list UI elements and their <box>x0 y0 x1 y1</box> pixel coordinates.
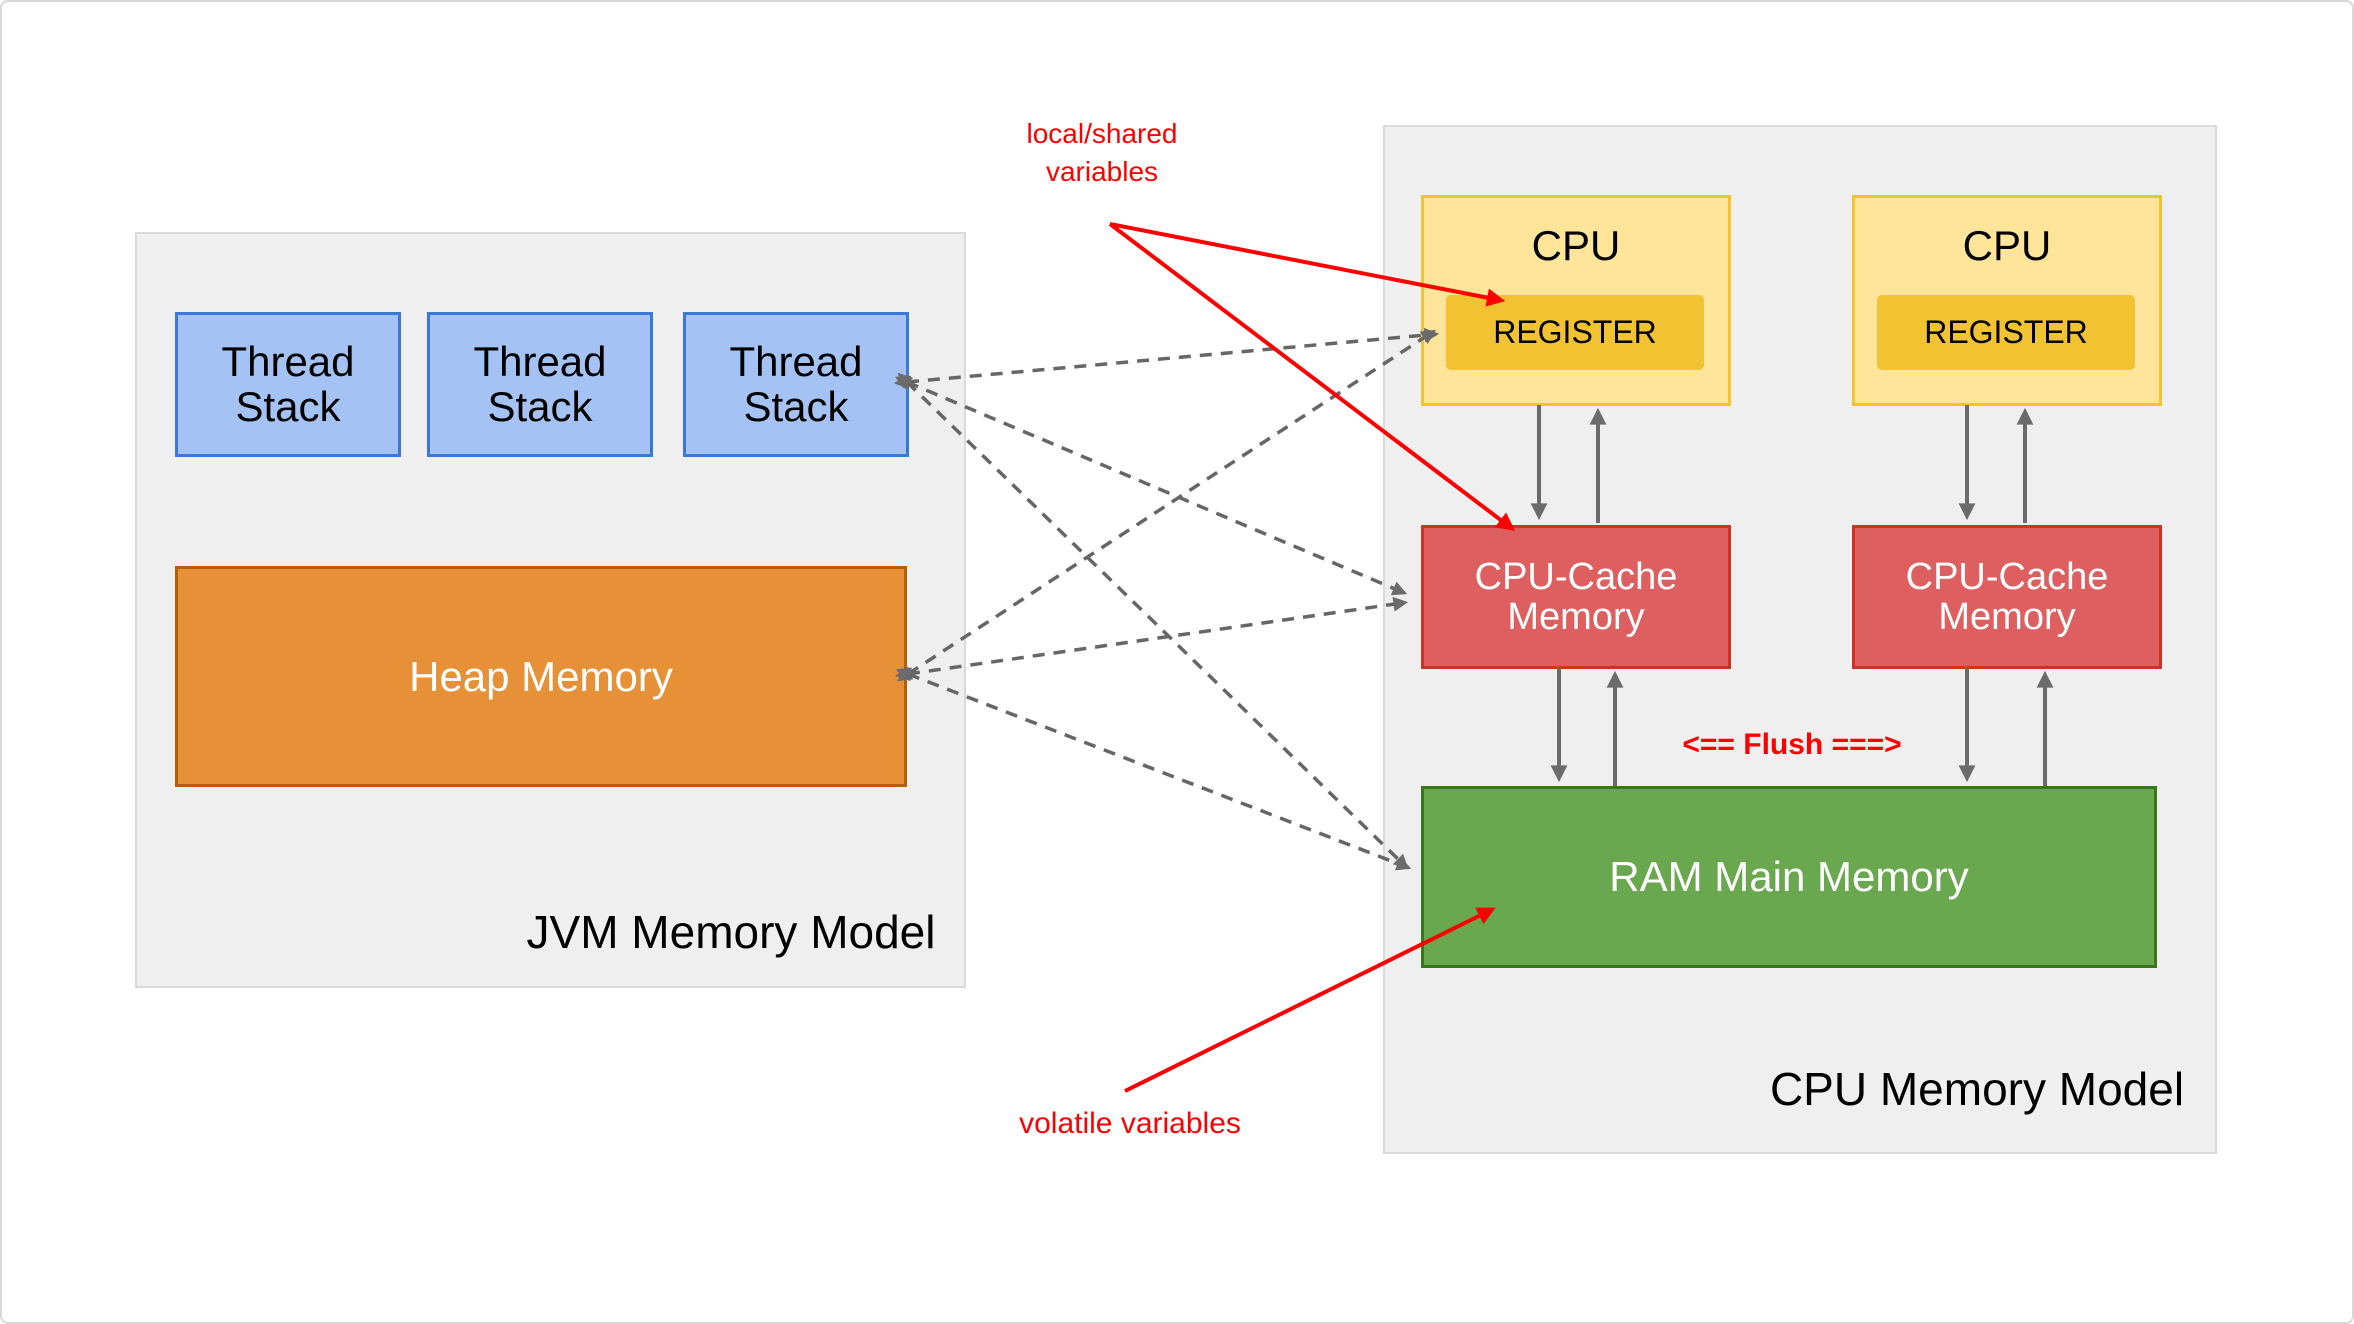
cpu-label: CPU <box>1531 222 1621 269</box>
register-label: REGISTER <box>1924 314 2088 350</box>
cpu-cache-memory-box: CPU-Cache Memory <box>1421 525 1731 669</box>
dashed-arrow-heap-register <box>896 329 1437 682</box>
register-box: REGISTER <box>1446 295 1704 370</box>
cpu-cache-label: CPU-Cache Memory <box>1474 555 1678 638</box>
dashed-arrow-thread-register <box>893 327 1440 390</box>
cpu-label: CPU <box>1962 222 2052 269</box>
thread-stack-label: Thread Stack <box>729 337 863 430</box>
register-box: REGISTER <box>1877 295 2135 370</box>
cpu-panel-title: CPU Memory Model <box>1769 1063 2185 1115</box>
cpu-memory-model-panel: CPU REGISTER CPU REGISTER CPU-Cache Memo… <box>1383 125 2217 1154</box>
jvm-memory-model-panel: Thread Stack Thread Stack Thread Stack H… <box>135 232 966 988</box>
cpu-box: CPU REGISTER <box>1852 195 2162 406</box>
jvm-panel-title: JVM Memory Model <box>526 906 936 958</box>
thread-stack-box: Thread Stack <box>427 312 653 457</box>
heap-memory-label: Heap Memory <box>409 652 673 700</box>
thread-stack-box: Thread Stack <box>175 312 401 457</box>
ram-main-memory-box: RAM Main Memory <box>1421 786 2157 968</box>
register-label: REGISTER <box>1493 314 1657 350</box>
thread-stack-label: Thread Stack <box>221 337 355 430</box>
flush-label: <== Flush ===> <box>1682 728 1902 761</box>
thread-stack-label: Thread Stack <box>473 337 607 430</box>
dashed-arrow-thread-cache <box>894 375 1408 596</box>
dashed-arrow-heap-cache <box>894 596 1409 682</box>
thread-stack-box: Thread Stack <box>683 312 909 457</box>
cpu-box: CPU REGISTER <box>1421 195 1731 406</box>
cpu-cache-memory-box: CPU-Cache Memory <box>1852 525 2162 669</box>
dashed-arrow-heap-ram <box>895 667 1412 871</box>
volatile-variables-label: volatile variables <box>1019 1107 1241 1140</box>
heap-memory-box: Heap Memory <box>175 566 907 787</box>
cpu-cache-label: CPU-Cache Memory <box>1905 555 2109 638</box>
ram-label: RAM Main Memory <box>1609 853 1969 900</box>
local-shared-variables-label: local/shared variables <box>1026 118 1178 187</box>
dashed-arrow-thread-ram <box>897 372 1409 870</box>
